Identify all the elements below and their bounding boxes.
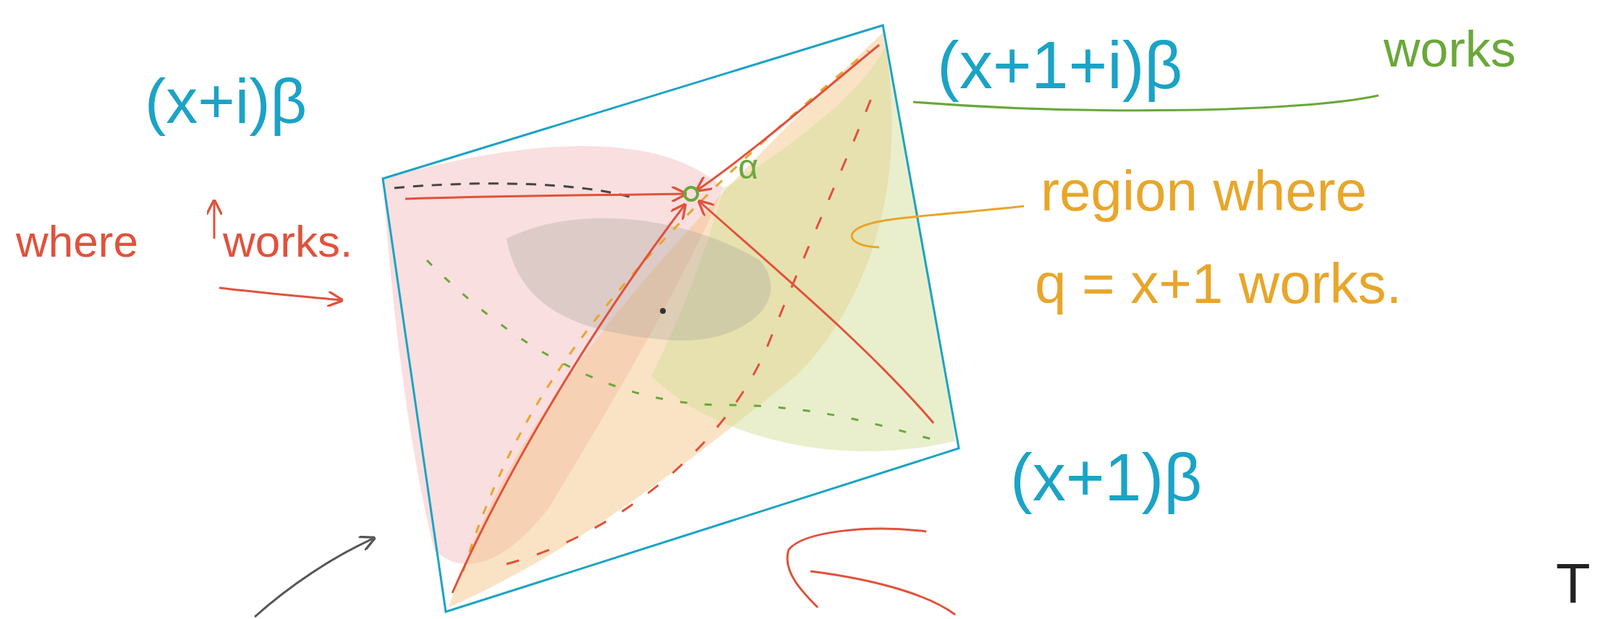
- corner-label: (x+1+i)β: [937, 28, 1183, 103]
- dashed-boundary: [463, 50, 869, 572]
- cut-off-text: T: [1555, 553, 1591, 616]
- red-curve: [810, 571, 956, 616]
- corner-label: (x+i)β: [144, 66, 307, 137]
- flow-arrow: [700, 202, 934, 424]
- shaded-regions: [382, 32, 956, 608]
- grey-region: [506, 218, 771, 341]
- note-text: works: [1383, 21, 1517, 78]
- pointer-arrow: [219, 288, 341, 301]
- region-note: region where: [1040, 160, 1367, 223]
- flow-arrow: [405, 193, 684, 200]
- note-text: works.: [222, 217, 353, 267]
- flow-arrow: [452, 206, 684, 594]
- dashed-boundary: [506, 86, 876, 565]
- center-dot: [659, 308, 666, 315]
- region-note: q = x+1 works.: [1034, 253, 1402, 316]
- flow-arrow: [698, 44, 880, 190]
- lattice-square: [382, 25, 959, 613]
- red-curve: [787, 528, 927, 608]
- corner-label: (x+1)β: [1010, 441, 1202, 515]
- note-text: where: [15, 217, 139, 267]
- alpha-point: [684, 187, 698, 201]
- point-label: α: [738, 148, 759, 187]
- up-arrow: [213, 202, 216, 239]
- grey-arrow: [254, 539, 373, 618]
- bracket-leader: [851, 206, 1024, 248]
